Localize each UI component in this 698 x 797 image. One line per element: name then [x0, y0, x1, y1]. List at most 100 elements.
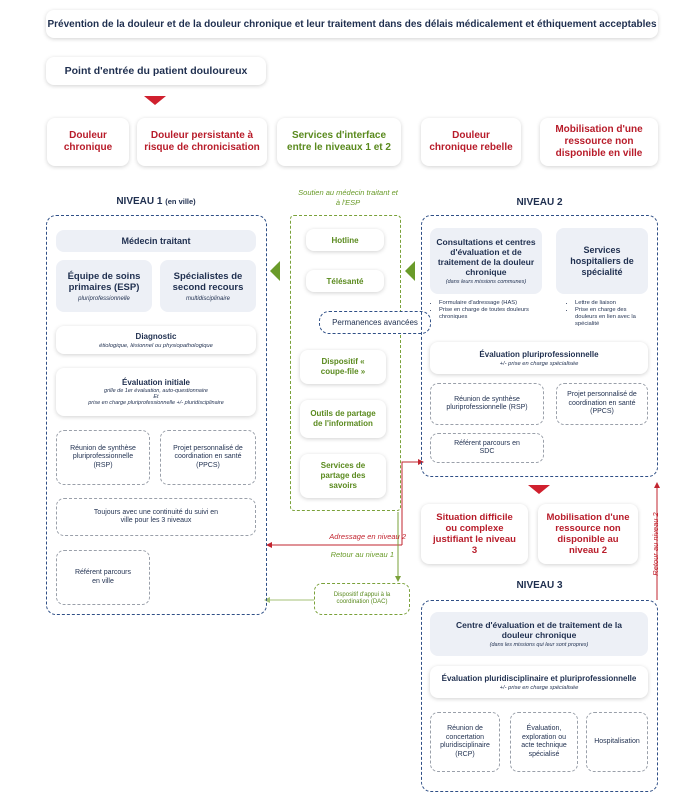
- category-label: Douleur chronique: [63, 130, 113, 153]
- niveau1-title: NIVEAU 1: [116, 196, 163, 207]
- retour-niveau1-label: Retour au niveau 1: [330, 550, 394, 559]
- rsp-box-n2: Réunion de synthèse pluriprofessionnelle…: [430, 383, 544, 425]
- mobilisation-n2-label: Mobilisation d'une ressource non disponi…: [546, 512, 630, 556]
- category-label: Services d'interface entre le niveaux 1 …: [287, 130, 391, 153]
- hosp-title: Services hospitaliers de spécialité: [570, 244, 634, 277]
- diagnostic-subtitle: étiologique, lésionnel ou physiopatholog…: [99, 342, 213, 349]
- niveau2-down-arrow-icon: [528, 485, 550, 494]
- telesante-label: Télésanté: [326, 276, 364, 286]
- adressage-label: Adressage en niveau 2: [329, 532, 406, 541]
- referent-ville-label: Référent parcours en ville: [74, 569, 132, 585]
- entry-arrow-icon: [144, 96, 166, 105]
- mobilisation-n2-box: Mobilisation d'une ressource non disponi…: [538, 504, 638, 564]
- exploration-label: Évaluation, exploration ou acte techniqu…: [521, 725, 567, 758]
- interface-container: [290, 215, 401, 511]
- rsp-box-n1: Réunion de synthèse pluriprofessionnelle…: [56, 430, 150, 485]
- diagnostic-box: Diagnostic étiologique, lésionnel ou phy…: [56, 326, 256, 354]
- eval-pluripro-subtitle: +/- prise en charge spécialisée: [499, 360, 579, 367]
- ppcs-box-n2: Projet personnalisé de coordination en s…: [556, 383, 648, 425]
- centre-subtitle: (dans les missions qui leur sont propres…: [489, 642, 589, 648]
- situation-difficile-box: Situation difficile ou complexe justifia…: [421, 504, 528, 564]
- consult-bullet: Prise en charge de toutes douleurs chron…: [439, 307, 542, 321]
- consult-bullet: Formulaire d'adressage (HAS): [439, 300, 542, 307]
- hosp-bullets: Lettre de liaison Prise en charge des do…: [566, 300, 650, 328]
- interface-caption: Soutien au médecin traitant et à l'ESP: [298, 188, 398, 207]
- eval-initiale-title: Évaluation initiale: [121, 378, 190, 387]
- hosp-bullet: Lettre de liaison: [575, 300, 650, 307]
- header-title-text: Prévention de la douleur et de la douleu…: [47, 18, 657, 30]
- rsp-label-n2: Réunion de synthèse pluriprofessionnelle…: [446, 395, 528, 412]
- eval-initiale-line1: grille de 1er évaluation, auto-questionn…: [104, 388, 208, 394]
- centre-title: Centre d'évaluation et de traitement de …: [456, 620, 622, 640]
- niveau1-heading: NIVEAU 1 (en ville): [46, 196, 266, 207]
- category-services-interface: Services d'interface entre le niveaux 1 …: [277, 118, 401, 166]
- hotline-label: Hotline: [331, 235, 359, 245]
- header-title: Prévention de la douleur et de la douleu…: [46, 10, 658, 38]
- situation-label: Situation difficile ou complexe justifia…: [433, 512, 516, 556]
- ppcs-label-n1: Projet personnalisé de coordination en s…: [173, 444, 243, 469]
- ppcs-label-n2: Projet personnalisé de coordination en s…: [567, 391, 637, 416]
- services-savoirs-label: Services de partage des savoirs: [320, 461, 366, 490]
- category-mobilisation: Mobilisation d'une ressource non disponi…: [540, 118, 658, 166]
- hospitalisation-label: Hospitalisation: [594, 737, 640, 745]
- coupe-file-label: Dispositif « coupe-file »: [320, 357, 366, 376]
- eval-pluridisc-box: Évaluation pluridisciplinaire et pluripr…: [430, 666, 648, 698]
- esp-title: Équipe de soins primaires (ESP): [67, 270, 141, 293]
- medecin-label: Médecin traitant: [121, 236, 191, 246]
- hospitalisation-box: Hospitalisation: [586, 712, 648, 772]
- entry-point: Point d'entrée du patient douloureux: [46, 57, 266, 85]
- diagnostic-title: Diagnostic: [135, 331, 177, 341]
- telesante-box: Télésanté: [306, 270, 384, 292]
- esp-box: Équipe de soins primaires (ESP) pluripro…: [56, 260, 152, 312]
- eval-initiale-line3: prise en charge pluriprofessionnelle +/-…: [88, 400, 224, 406]
- centre-evaluation-box: Centre d'évaluation et de traitement de …: [430, 612, 648, 656]
- category-label: Mobilisation d'une ressource non disponi…: [555, 124, 643, 159]
- category-label: Douleur persistante à risque de chronici…: [144, 130, 260, 153]
- spec-subtitle: multidisciplinaire: [185, 295, 230, 302]
- permanences-label: Permanences avancées: [332, 318, 418, 327]
- permanences-box: Permanences avancées: [319, 311, 431, 334]
- category-douleur-chronique: Douleur chronique: [47, 118, 129, 166]
- continuite-box: Toujours avec une continuité du suivi en…: [56, 498, 256, 536]
- eval-pluripro-title: Évaluation pluriprofessionnelle: [479, 349, 599, 359]
- rcp-label: Réunion de concertation pluridisciplinai…: [440, 725, 490, 758]
- hotline-box: Hotline: [306, 229, 384, 251]
- niveau3-title: NIVEAU 3: [516, 580, 563, 591]
- dac-box: Dispositif d'appui à la coordination (DA…: [314, 583, 410, 615]
- hosp-bullet: Prise en charge des douleurs en lien ave…: [575, 307, 650, 328]
- evaluation-initiale-box: Évaluation initiale grille de 1er évalua…: [56, 368, 256, 416]
- rcp-box: Réunion de concertation pluridisciplinai…: [430, 712, 500, 772]
- exploration-box: Évaluation, exploration ou acte techniqu…: [510, 712, 578, 772]
- esp-subtitle: pluriprofessionnelle: [78, 295, 130, 302]
- ppcs-box-n1: Projet personnalisé de coordination en s…: [160, 430, 256, 485]
- category-douleur-persistante: Douleur persistante à risque de chronici…: [137, 118, 267, 166]
- outils-label: Outils de partage de l'information: [310, 409, 376, 428]
- services-savoirs-box: Services de partage des savoirs: [300, 454, 386, 498]
- niveau2-title: NIVEAU 2: [516, 197, 563, 208]
- niveau1-container: [46, 215, 267, 615]
- outils-box: Outils de partage de l'information: [300, 400, 386, 438]
- consult-bullets: Formulaire d'adressage (HAS) Prise en ch…: [430, 300, 542, 321]
- eval-pluridisc-subtitle: +/- prise en charge spécialisée: [499, 684, 579, 691]
- eval-pluripro-box: Évaluation pluriprofessionnelle +/- pris…: [430, 342, 648, 374]
- referent-ville-box: Référent parcours en ville: [56, 550, 150, 605]
- niveau2-arrow-left-icon: [405, 261, 415, 281]
- eval-pluridisc-title: Évaluation pluridisciplinaire et pluripr…: [441, 673, 637, 683]
- specialistes-box: Spécialistes de second recours multidisc…: [160, 260, 256, 312]
- consult-title: Consultations et centres d'évaluation et…: [436, 237, 536, 277]
- entry-point-text: Point d'entrée du patient douloureux: [64, 65, 248, 77]
- eval-initiale-line2: Et: [153, 394, 159, 400]
- niveau1-subtitle: (en ville): [165, 197, 196, 206]
- referent-sdc-box: Référent parcours en SDC: [430, 433, 544, 463]
- niveau3-container: [421, 600, 658, 792]
- referent-sdc-label: Référent parcours en SDC: [454, 439, 520, 456]
- medecin-traitant: Médecin traitant: [56, 230, 256, 252]
- coupe-file-box: Dispositif « coupe-file »: [300, 350, 386, 384]
- spec-title: Spécialistes de second recours: [172, 270, 244, 293]
- interface-arrow-left-icon: [270, 261, 280, 281]
- rsp-label-n1: Réunion de synthèse pluriprofessionnelle…: [70, 444, 136, 469]
- continuite-label: Toujours avec une continuité du suivi en…: [93, 508, 219, 525]
- services-hospitaliers-box: Services hospitaliers de spécialité: [556, 228, 648, 294]
- retour-niveau2-label: Retour au niveau 2: [651, 512, 660, 576]
